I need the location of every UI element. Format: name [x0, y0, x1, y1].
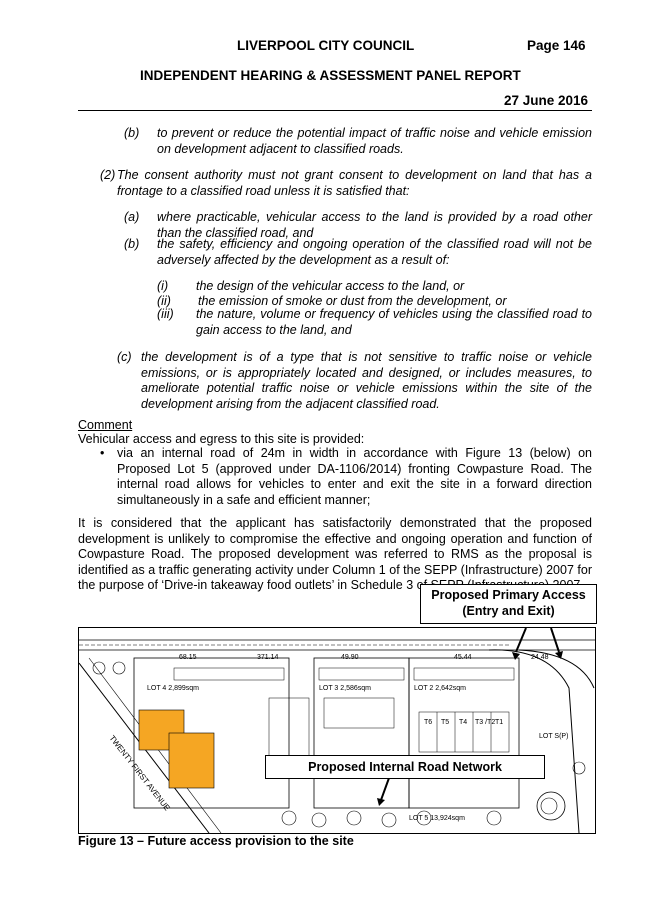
- header-rule: [78, 110, 592, 111]
- clause-2a-label: (a): [124, 210, 140, 224]
- plan-lot5: LOT 5 13,924sqm: [409, 815, 465, 822]
- plan-dim-1: 68.15: [179, 654, 197, 661]
- site-plan-drawing: 68.15 371.14 49.90 45.44 24.48 LOT 4 2,8…: [79, 628, 595, 833]
- clause-2-text: The consent authority must not grant con…: [117, 168, 592, 198]
- plan-unit-t1: T1: [495, 719, 503, 726]
- plan-dim-4: 45.44: [454, 654, 472, 661]
- page-number: Page 146: [527, 38, 586, 53]
- callout-access-line1: Proposed Primary Access: [431, 588, 586, 602]
- plan-unit-t5: T5: [441, 719, 449, 726]
- plan-dim-5: 24.48: [531, 654, 549, 661]
- council-name: LIVERPOOL CITY COUNCIL: [237, 38, 415, 53]
- clause-1b-text: to prevent or reduce the potential impac…: [157, 126, 592, 156]
- bullet-dot: •: [100, 446, 105, 460]
- plan-lot-s: LOT S(P): [539, 733, 568, 740]
- plan-dim-3: 49.90: [341, 654, 359, 661]
- building-lot4-b: [168, 732, 215, 789]
- clause-roman-ii-text: the emission of smoke or dust from the d…: [198, 294, 507, 308]
- clause-roman-ii-label: (ii): [157, 294, 171, 308]
- clause-2b-text: the safety, efficiency and ongoing opera…: [157, 237, 592, 267]
- clause-2c-text: the development is of a type that is not…: [141, 350, 592, 411]
- plan-dim-2: 371.14: [257, 654, 279, 661]
- plan-unit-t3t2: T3 /T2: [475, 719, 495, 726]
- plan-lot3: LOT 3 2,586sqm: [319, 685, 371, 692]
- report-title: INDEPENDENT HEARING & ASSESSMENT PANEL R…: [140, 68, 521, 83]
- clause-2a-text: where practicable, vehicular access to t…: [157, 210, 592, 240]
- plan-lot4: LOT 4 2,899sqm: [147, 685, 199, 692]
- clause-roman-i-label: (i): [157, 279, 169, 293]
- clause-2b-label: (b): [124, 237, 140, 251]
- clause-roman-iii-label: (iii): [157, 307, 174, 321]
- callout-access-line2: (Entry and Exit): [462, 604, 555, 618]
- comment-heading: Comment: [78, 418, 133, 432]
- clause-roman-i-text: the design of the vehicular access to th…: [196, 279, 465, 293]
- report-date: 27 June 2016: [504, 93, 589, 108]
- clause-2c-label: (c): [117, 350, 132, 364]
- plan-lot2: LOT 2 2,642sqm: [414, 685, 466, 692]
- plan-unit-t6: T6: [424, 719, 432, 726]
- comment-bullet-text: via an internal road of 24m in width in …: [117, 446, 592, 507]
- figure-caption: Figure 13 – Future access provision to t…: [78, 834, 354, 848]
- site-plan-figure: 68.15 371.14 49.90 45.44 24.48 LOT 4 2,8…: [78, 627, 596, 834]
- callout-internal-road: Proposed Internal Road Network: [265, 755, 545, 779]
- clause-roman-iii-text: the nature, volume or frequency of vehic…: [196, 307, 592, 337]
- clause-1b-label: (b): [124, 126, 140, 140]
- comment-paragraph: It is considered that the applicant has …: [78, 516, 592, 593]
- callout-primary-access: Proposed Primary Access (Entry and Exit): [420, 584, 597, 624]
- plan-unit-t4: T4: [459, 719, 467, 726]
- clause-2-label: (2): [100, 168, 116, 182]
- comment-intro: Vehicular access and egress to this site…: [78, 432, 365, 446]
